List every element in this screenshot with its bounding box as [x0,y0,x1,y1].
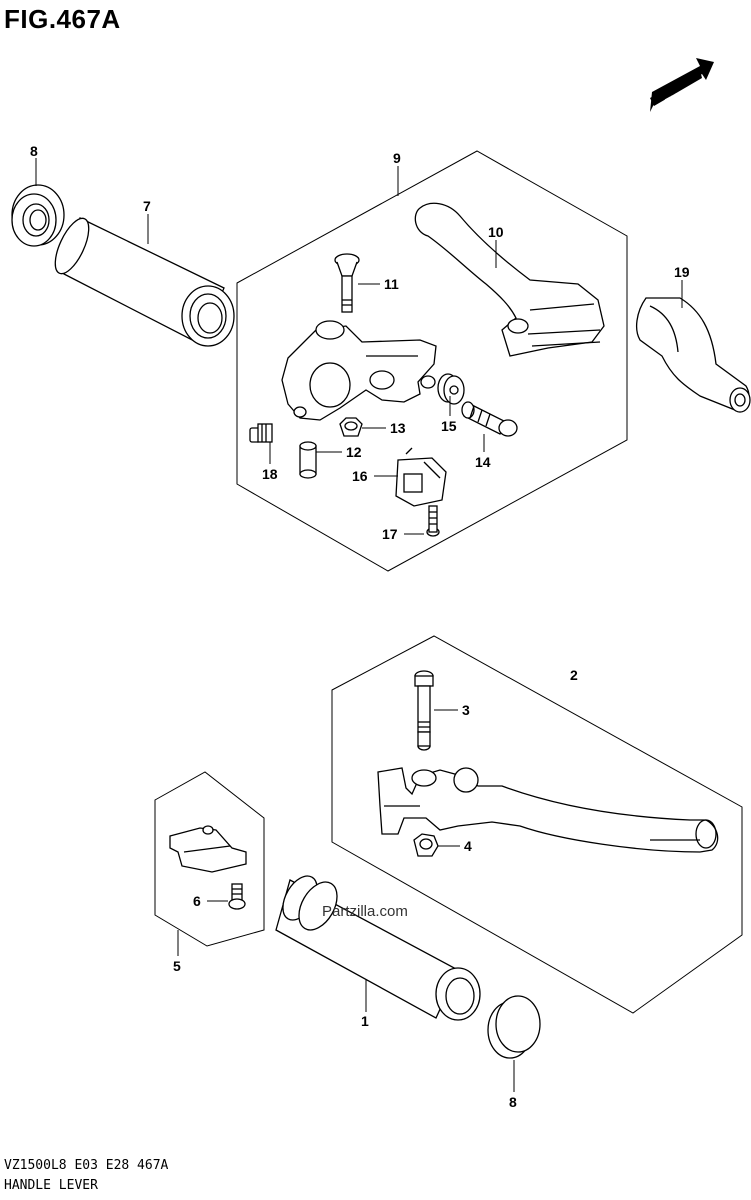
callout-4: 4 [464,838,472,854]
cover-part-19 [635,297,751,413]
callout-7: 7 [143,198,151,214]
watermark: Partzilla.com [322,903,408,920]
adjuster-part-15 [437,373,465,405]
model-code: VZ1500L8 E03 E28 467A [4,1158,169,1173]
section-name: HANDLE LEVER [4,1178,98,1193]
ring-part-8-top [11,184,65,247]
callout-6: 6 [193,893,201,909]
leader-lines [35,158,683,1092]
throttle-grip-part-1 [275,875,481,1021]
callout-11: 11 [384,276,399,292]
lever-part-10 [414,202,605,357]
callout-16: 16 [352,468,368,484]
switch-part-16 [395,447,447,507]
callout-15: 15 [441,418,457,434]
brake-lever-part-2 [377,767,719,853]
fwd-arrow-icon: FWD [650,58,714,112]
screw-part-18 [249,423,273,443]
callout-2: 2 [570,667,578,683]
callout-10: 10 [488,224,504,240]
callout-8-top: 8 [30,143,38,159]
assembly-box-5 [154,771,265,947]
callout-8-bottom: 8 [509,1094,517,1110]
callout-9: 9 [393,150,401,166]
lever-holder-bracket [281,320,437,421]
screw-part-6 [228,883,246,910]
figure-title: FIG.467A [4,4,121,34]
switch-part-5 [169,825,247,873]
assembly-box-2 [331,635,743,1014]
callout-5: 5 [173,958,181,974]
nut-part-13 [339,417,363,437]
sleeve-part-12 [299,441,317,479]
bolt-part-11 [334,253,360,313]
cap-part-8-bottom [487,995,541,1059]
callout-18: 18 [262,466,278,482]
callout-1: 1 [361,1013,369,1029]
screw-part-14 [461,401,518,437]
callout-3: 3 [462,702,470,718]
grip-part-7 [54,217,235,347]
callout-12: 12 [346,444,362,460]
screw-part-17 [426,505,440,537]
callout-19: 19 [674,264,690,280]
assembly-box-9 [236,150,628,572]
callout-13: 13 [390,420,406,436]
callout-17: 17 [382,526,398,542]
callout-14: 14 [475,454,491,470]
bolt-part-3 [414,670,434,751]
nut-part-4 [413,833,439,857]
